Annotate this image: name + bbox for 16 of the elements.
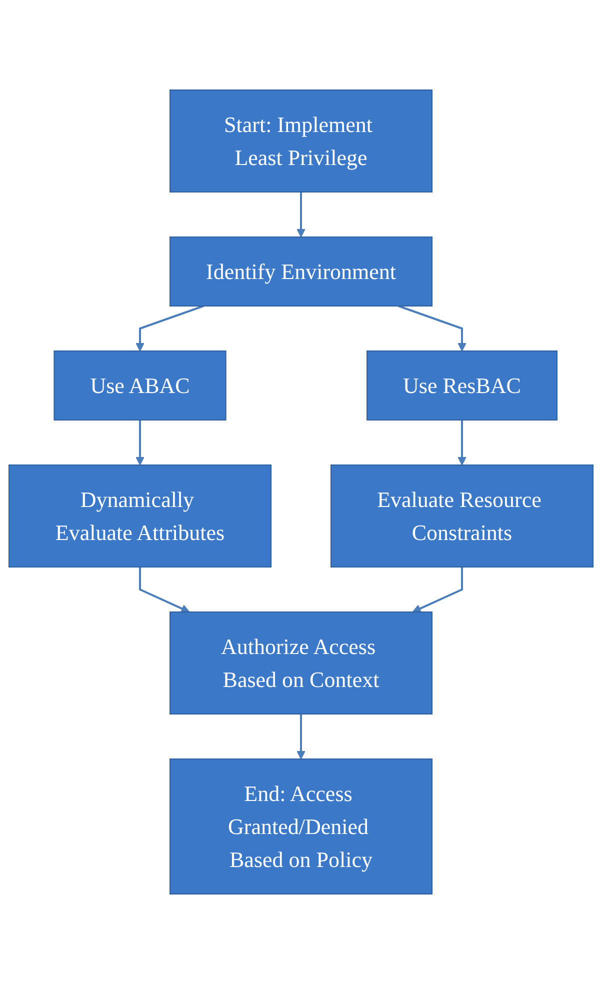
- node-box: Evaluate Resource Constraints: [330, 464, 594, 568]
- node-box: Use ABAC: [54, 350, 226, 420]
- node-box: Authorize Access Based on Context: [170, 612, 432, 714]
- node-box: Use ResBAC: [366, 350, 558, 420]
- arrow: [139, 567, 190, 613]
- arrow: [458, 420, 466, 466]
- arrow: [398, 305, 466, 352]
- arrow: [296, 714, 306, 760]
- node-box: End: Access Granted/Denied Based on Policy: [170, 758, 432, 894]
- arrow: [412, 567, 463, 613]
- node-box: Identify Environment: [170, 236, 432, 306]
- node-box: Dynamically Evaluate Attributes: [8, 464, 272, 568]
- arrow: [136, 420, 144, 466]
- node-box: Start: Implement Least Privilege: [170, 90, 432, 192]
- arrow: [136, 305, 204, 352]
- arrow: [296, 192, 306, 238]
